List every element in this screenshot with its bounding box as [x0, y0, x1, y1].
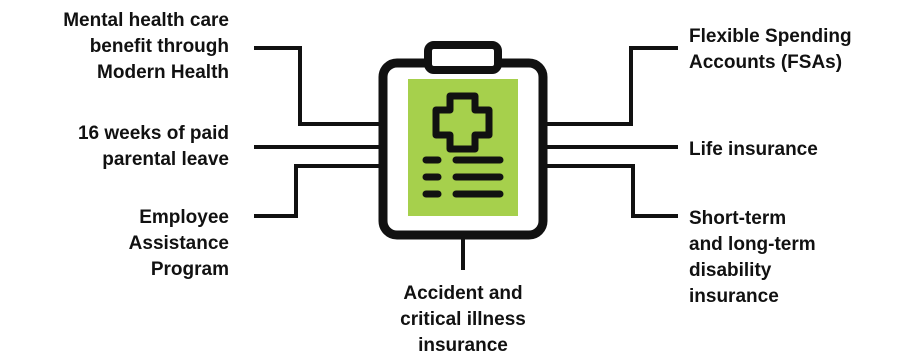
connector-fsa	[546, 46, 678, 126]
connector-disability	[546, 164, 678, 218]
benefit-mental-health: Mental health care benefit through Moder…	[63, 10, 229, 83]
clipboard-clip	[424, 41, 502, 74]
medical-cross-icon	[432, 92, 493, 153]
connector-mental-health	[254, 46, 380, 126]
connector-eap	[254, 164, 380, 218]
list-lines-icon	[422, 156, 504, 198]
benefit-accident: Accident and critical illness insurance	[400, 283, 526, 356]
connector-lines	[254, 46, 678, 270]
benefit-eap: Employee Assistance Program	[128, 207, 229, 280]
benefit-parental-leave: 16 weeks of paid parental leave	[77, 123, 229, 170]
benefit-life: Life insurance	[689, 139, 818, 160]
benefit-fsa: Flexible Spending Accounts (FSAs)	[689, 26, 852, 73]
clipboard-medical-cross-icon	[378, 41, 548, 240]
benefit-disability: Short-term and long-term disability insu…	[689, 208, 816, 307]
